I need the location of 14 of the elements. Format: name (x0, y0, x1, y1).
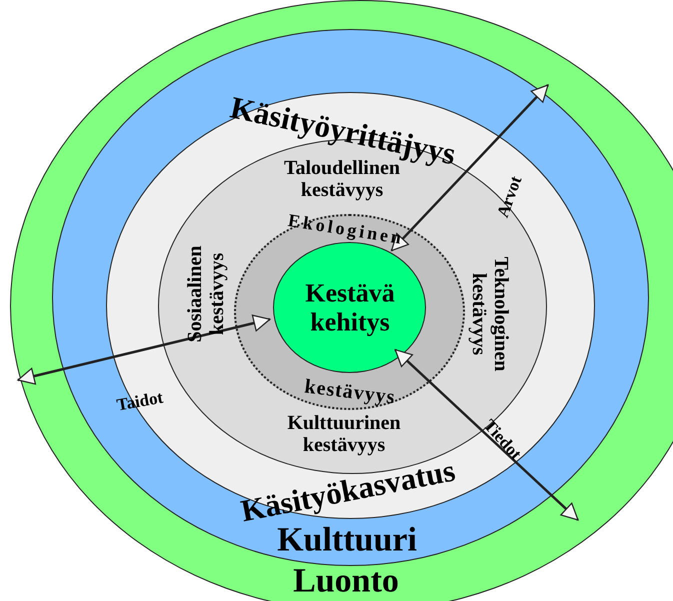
ring-label: Kulttuurinen kestävyys (286, 412, 402, 456)
ring-label: Kestävä kehitys (304, 279, 396, 337)
ring-label: Sosiaalinen kestävyys (184, 244, 228, 344)
double-arrow (390, 84, 549, 252)
ring-label: Ekologinen (286, 211, 406, 249)
double-arrow (17, 314, 270, 385)
ring-label: Kulttuuri (277, 521, 417, 559)
edge-label: Arvot (494, 174, 526, 220)
ring-label: Luonto (293, 562, 399, 600)
ring-label: Teknologinen kestävyys (468, 256, 512, 374)
edge-label: Taidot (115, 388, 165, 416)
ring-label: kestävyys (303, 376, 397, 408)
outer-ring (10, 0, 673, 601)
double-arrow (394, 348, 579, 521)
